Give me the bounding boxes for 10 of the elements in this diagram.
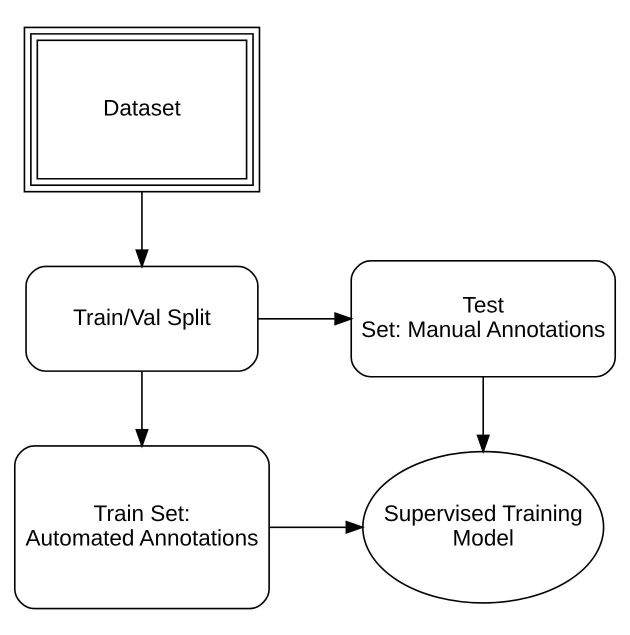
arrow: [135, 192, 149, 268]
node-box: Train Set: Automated Annotations: [14, 444, 270, 609]
arrow: [258, 312, 354, 326]
node-box: Test Set: Manual Annotations: [350, 260, 616, 378]
arrow: [135, 370, 149, 448]
arrow: [269, 520, 365, 534]
node-box: Dataset: [24, 26, 260, 192]
node-box: Train/Val Split: [25, 265, 259, 372]
arrow: [476, 376, 490, 454]
node-ellipse: Supervised Training Model: [362, 450, 604, 604]
